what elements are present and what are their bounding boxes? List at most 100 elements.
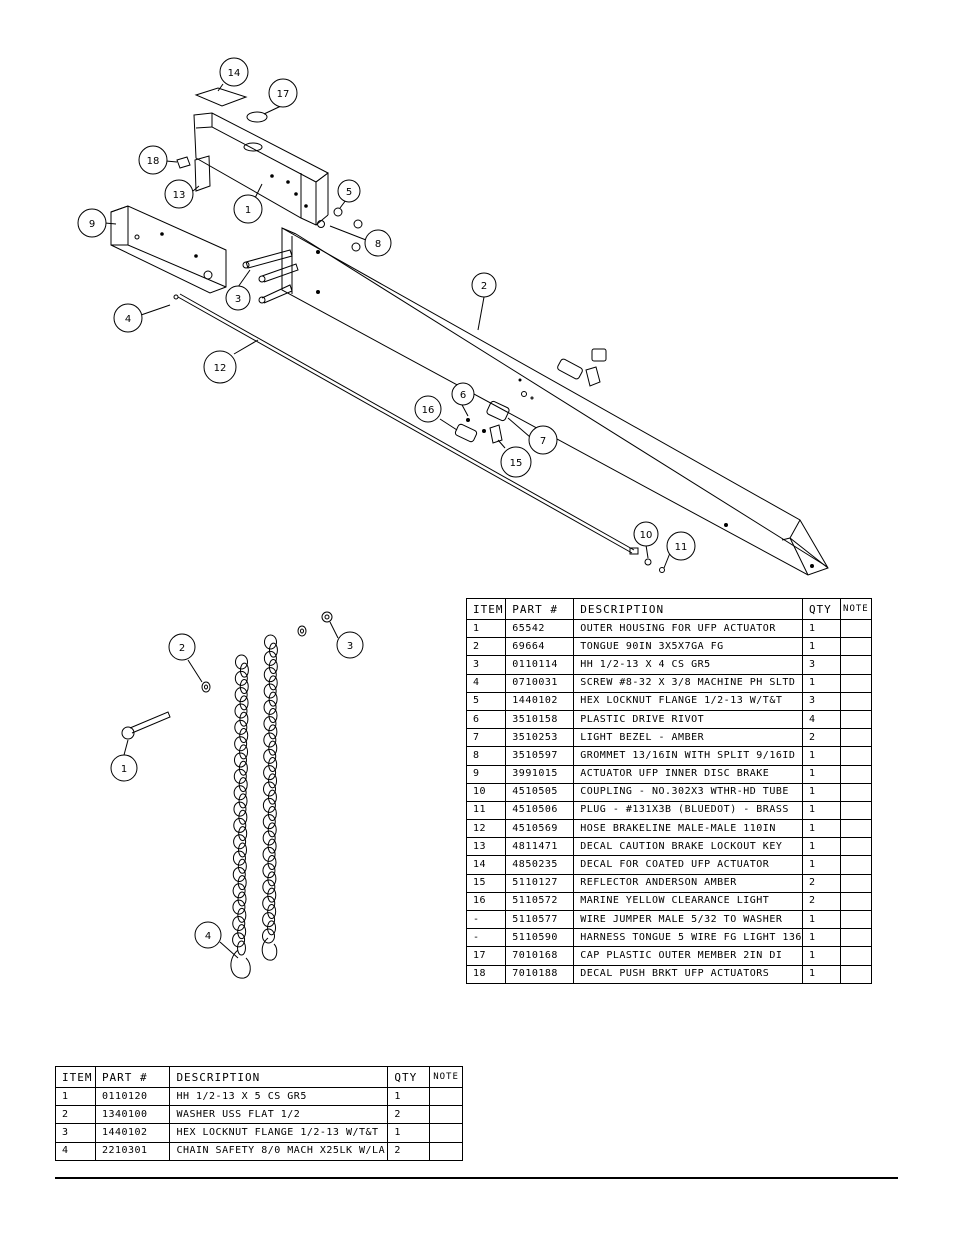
callout-circle: [666, 531, 696, 561]
callout-circle: [471, 272, 497, 298]
chain-link: [239, 744, 249, 760]
header-item: ITEM: [465, 598, 507, 620]
cell-item: 7: [465, 728, 507, 748]
callout-label: 2: [179, 643, 185, 654]
header-description: DESCRIPTION: [573, 598, 803, 620]
callout-circle: [414, 395, 442, 423]
chain-link: [238, 793, 248, 809]
cell-item: 2: [55, 1105, 96, 1125]
chain-link: [263, 667, 277, 683]
chain-link: [262, 830, 276, 846]
cell-note: [839, 637, 873, 657]
cell-item: 14: [465, 855, 507, 875]
cell-item: 13: [465, 837, 507, 857]
cell-part-number: 3510158: [505, 709, 575, 730]
callout-circle: [451, 382, 475, 406]
chain-link: [262, 912, 276, 928]
chain-link: [267, 920, 277, 936]
cell-item: 8: [465, 746, 507, 766]
callout-circle: [633, 521, 659, 547]
chain-link: [233, 817, 247, 833]
cell-item: 3: [55, 1123, 96, 1143]
callout-label: 3: [347, 641, 353, 652]
chain-link: [234, 719, 248, 735]
chain-link: [263, 765, 277, 781]
chain-link: [267, 871, 277, 887]
callout-circle: [138, 145, 168, 175]
washer: [201, 681, 211, 693]
chain-link: [267, 855, 277, 870]
cell-description: CAP PLASTIC OUTER MEMBER 2IN DI: [573, 946, 803, 966]
callout-label: 4: [205, 931, 211, 942]
cell-note: [839, 964, 873, 984]
chain-link: [238, 842, 248, 858]
chain-link: [238, 777, 248, 793]
chain-link: [263, 683, 277, 699]
cell-item: 3: [465, 655, 507, 675]
cell-part-number: 1340100: [94, 1105, 171, 1125]
decal-14: [194, 87, 248, 107]
outer-housing: [193, 112, 329, 226]
cell-qty: 1: [387, 1086, 431, 1107]
callout-label: 9: [89, 219, 95, 230]
chain-link: [239, 679, 249, 695]
chain-link: [238, 826, 248, 842]
chain-link: [237, 891, 247, 907]
chain-link: [268, 691, 278, 707]
cell-qty: 1: [801, 819, 841, 839]
chain-link: [267, 887, 277, 903]
brake-hose-12: [173, 293, 665, 573]
cell-description: DECAL PUSH BRKT UFP ACTUATORS: [573, 964, 803, 984]
cell-note: [429, 1086, 463, 1107]
cell-note: [839, 709, 873, 730]
chain-link: [268, 675, 278, 691]
callout-circle: [203, 350, 237, 384]
callout-label: 3: [235, 294, 241, 305]
chain-callouts: [110, 631, 364, 949]
cell-description: DECAL FOR COATED UFP ACTUATOR: [573, 855, 803, 875]
cell-note: [429, 1123, 463, 1143]
cell-description: WASHER USS FLAT 1/2: [169, 1105, 389, 1125]
callout-circle: [268, 78, 298, 108]
callout-circle: [233, 194, 263, 224]
cell-part-number: 3991015: [505, 764, 575, 784]
table-header-row: ITEM PART # DESCRIPTION QTY NOTE: [465, 598, 873, 620]
chain-link: [263, 732, 277, 748]
decal-18: [176, 156, 191, 169]
cell-qty: 1: [801, 746, 841, 766]
cell-note: [839, 819, 873, 839]
cell-item: -: [465, 909, 507, 930]
cap-17: [246, 111, 268, 123]
chain-link: [264, 634, 277, 650]
callout-label: 11: [675, 542, 688, 553]
callout-label: 12: [214, 363, 227, 374]
callout-circle: [219, 57, 249, 87]
cell-description: WIRE JUMPER MALE 5/32 TO WASHER: [573, 909, 803, 930]
chain-link: [237, 875, 247, 891]
callout-circle: [77, 208, 107, 238]
callout-label: 2: [481, 281, 487, 292]
cell-description: HH 1/2-13 X 4 CS GR5: [573, 655, 803, 675]
callout-circle: [164, 179, 194, 209]
chain-link: [237, 858, 247, 874]
cell-note: [839, 746, 873, 766]
bolt-head: [121, 726, 135, 740]
chain-link: [267, 789, 277, 805]
cell-qty: 1: [801, 618, 841, 639]
callout-circle: [225, 285, 251, 311]
callout-label: 15: [510, 458, 523, 469]
chain-link: [263, 716, 277, 732]
cell-item: 1: [465, 618, 507, 639]
cell-part-number: 1440102: [94, 1123, 171, 1143]
cell-part-number: 4510569: [505, 819, 575, 839]
chain-link: [234, 703, 248, 719]
